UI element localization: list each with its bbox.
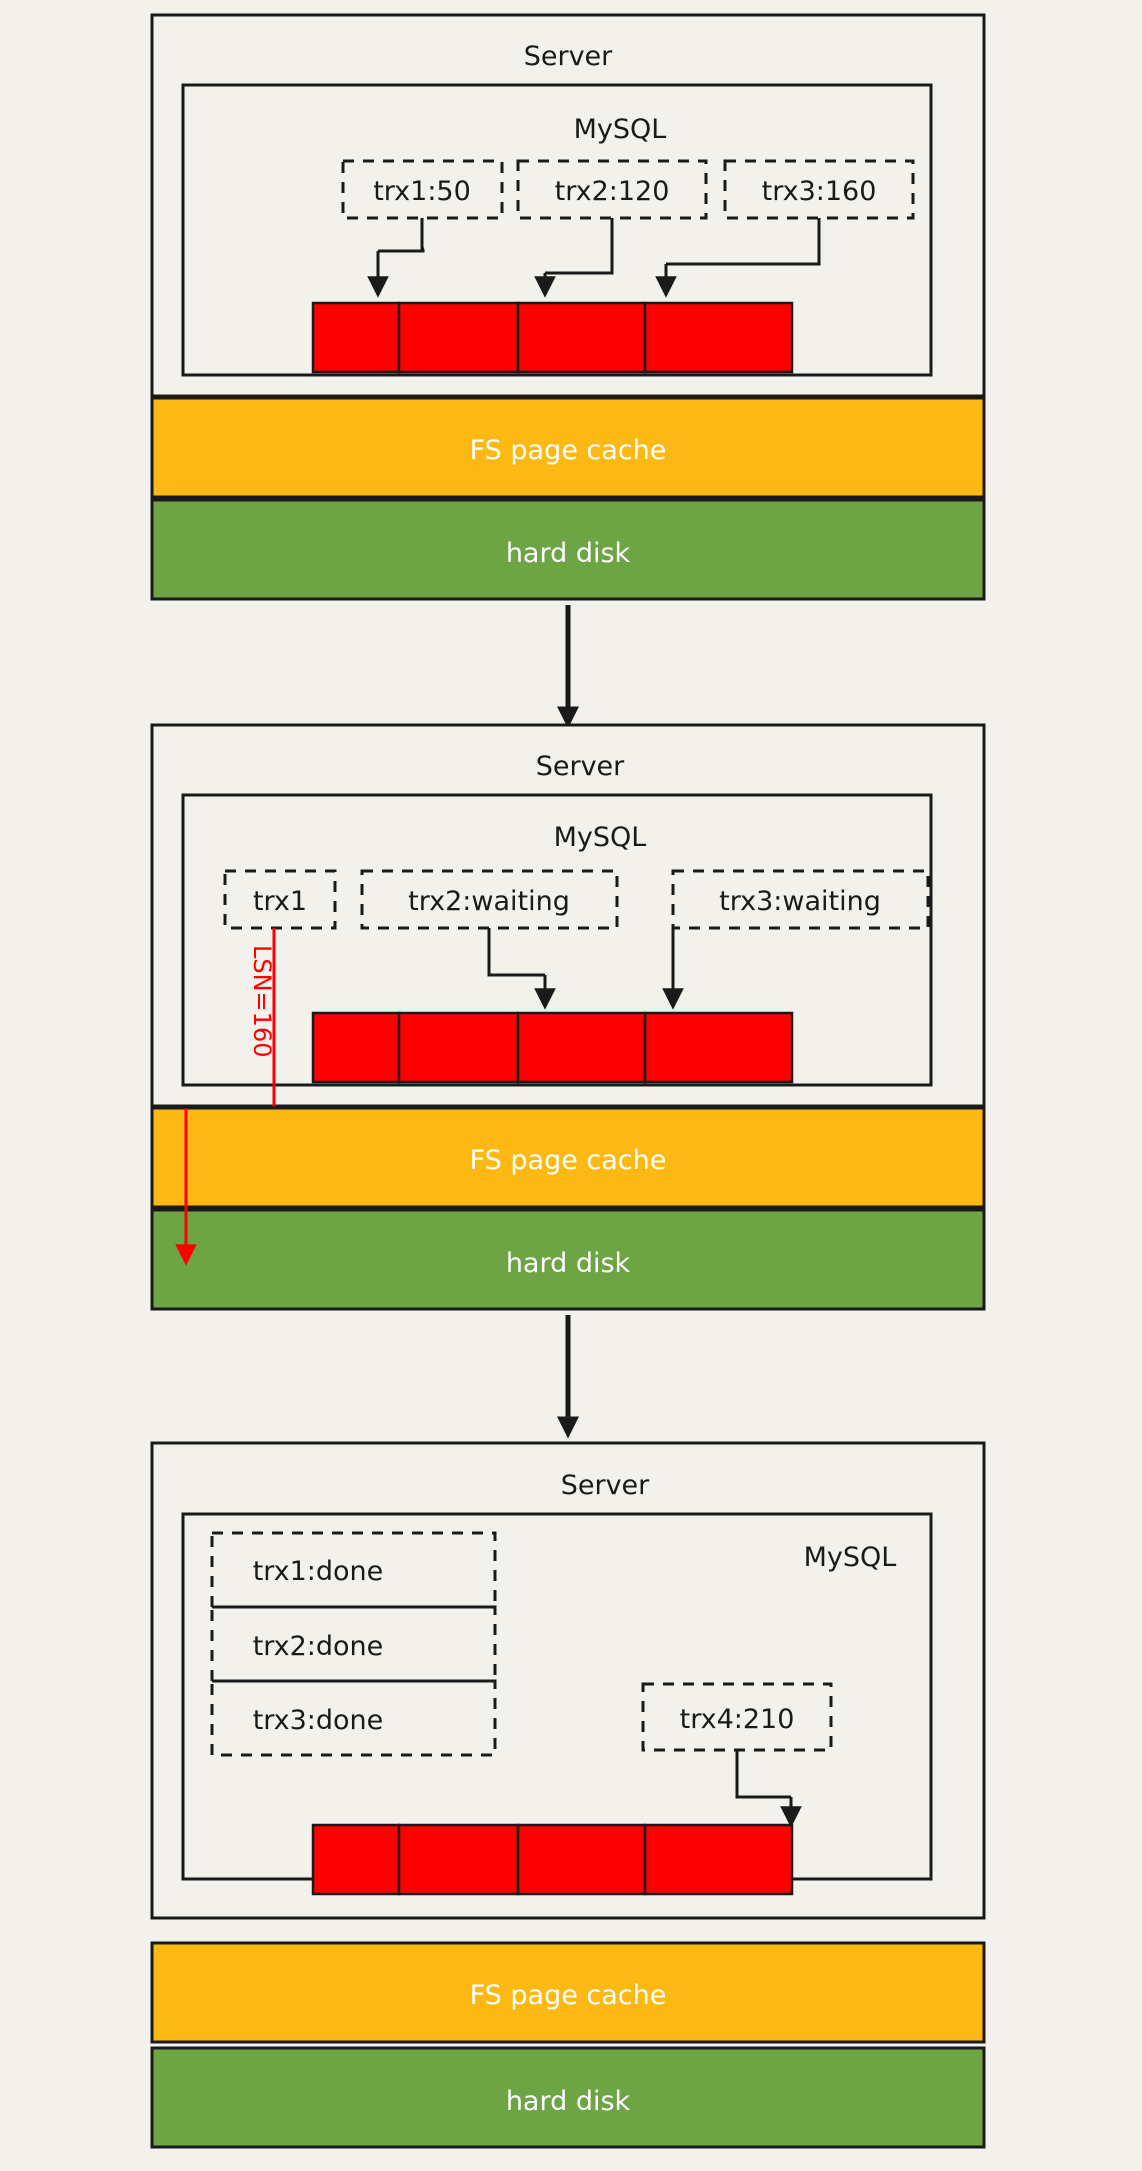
panel-2-redo-cell-4 bbox=[643, 1011, 794, 1084]
panel-2-redo-cell-1 bbox=[311, 1011, 401, 1084]
panel-2-trx-label-3: trx3:waiting bbox=[719, 886, 881, 917]
panel-2-lsn-marker-label: LSN=160 bbox=[248, 945, 276, 1057]
panel-3-done-box-1[interactable] bbox=[210, 1531, 497, 1609]
panel-1-connector-1-horizontal bbox=[378, 249, 425, 253]
panel-3-redo-cell-2 bbox=[397, 1823, 520, 1896]
panel-3-done-box-3[interactable] bbox=[210, 1679, 497, 1757]
panel-2-redo-cell-3 bbox=[516, 1011, 647, 1084]
panel-1-connector-3 bbox=[666, 218, 821, 266]
panel-2-server-label: Server bbox=[536, 751, 625, 782]
panel-2-trx-label-2: trx2:waiting bbox=[408, 886, 570, 917]
panel-2-fs-page-cache-label: FS page cache bbox=[470, 1145, 667, 1176]
panel-2-redo-log bbox=[311, 1011, 794, 1084]
panel-1-trx-label-1: trx1:50 bbox=[373, 176, 471, 207]
panel-2-mysql-label: MySQL bbox=[554, 822, 647, 853]
panel-3-redo-cell-1 bbox=[311, 1823, 401, 1896]
panel-2-trx-box-1[interactable] bbox=[223, 869, 337, 930]
panel-2-trx-box-3[interactable] bbox=[671, 869, 930, 930]
panel-1-server-label: Server bbox=[524, 41, 613, 72]
panel-2-fs-page-cache-bar bbox=[150, 1106, 986, 1209]
panel-1-redo-cell-3 bbox=[516, 301, 647, 374]
panel-1: Server MySQL trx1:50 trx2:120 trx3:160 bbox=[150, 13, 986, 601]
panel-3-fs-page-cache-label: FS page cache bbox=[470, 1980, 667, 2011]
panel-3-fs-page-cache-bar bbox=[150, 1941, 986, 2044]
panel-1-redo-cell-1 bbox=[311, 301, 401, 374]
panel-3: Server MySQL trx1:done trx2:done trx3:do… bbox=[150, 1441, 986, 2149]
panel-3-done-box-2[interactable] bbox=[210, 1605, 497, 1683]
panel-1-redo-log bbox=[311, 301, 794, 374]
panel-2: Server MySQL trx1 trx2:waiting trx3:wait… bbox=[150, 723, 986, 1311]
panel-2-hard-disk-bar bbox=[150, 1208, 986, 1311]
panel-2-redo-cell-2 bbox=[397, 1011, 520, 1084]
panel-3-mysql-label: MySQL bbox=[804, 1542, 897, 1573]
panel-1-hard-disk-bar bbox=[150, 498, 986, 601]
panel-1-trx-box-2[interactable] bbox=[516, 159, 708, 220]
panel-1-connector-2 bbox=[545, 218, 614, 275]
panel-1-trx-box-3[interactable] bbox=[723, 159, 915, 220]
panel-3-done-label-3: trx3:done bbox=[253, 1705, 384, 1736]
panel-3-trx-label-4: trx4:210 bbox=[680, 1704, 795, 1735]
panel-3-hard-disk-label: hard disk bbox=[506, 2086, 631, 2117]
panel-3-mysql-frame bbox=[181, 1512, 933, 1881]
panel-3-redo-log bbox=[311, 1823, 794, 1896]
panel-2-trx-box-2[interactable] bbox=[360, 869, 619, 930]
panel-2-connector-2 bbox=[487, 928, 545, 977]
panel-2-connector-3b bbox=[671, 928, 675, 976]
panel-1-redo-cell-4 bbox=[643, 301, 794, 374]
panel-3-hard-disk-bar bbox=[150, 2046, 986, 2149]
panel-1-mysql-label: MySQL bbox=[574, 114, 667, 145]
panel-3-server-label: Server bbox=[561, 1470, 650, 1501]
panel-3-done-label-1: trx1:done bbox=[253, 1556, 384, 1587]
panel-3-connector-4 bbox=[735, 1750, 791, 1799]
panel-3-redo-cell-3 bbox=[516, 1823, 647, 1896]
panel-1-fs-page-cache-label: FS page cache bbox=[470, 435, 667, 466]
panel-3-redo-cell-4 bbox=[643, 1823, 794, 1896]
panel-1-trx-label-2: trx2:120 bbox=[555, 176, 670, 207]
panel-3-done-label-2: trx2:done bbox=[253, 1631, 384, 1662]
panel-1-trx-box-1[interactable] bbox=[341, 159, 504, 220]
panel-2-hard-disk-label: hard disk bbox=[506, 1248, 631, 1279]
panel-1-hard-disk-label: hard disk bbox=[506, 538, 631, 569]
panel-1-fs-page-cache-bar bbox=[150, 396, 986, 499]
panel-1-redo-cell-2 bbox=[397, 301, 520, 374]
panel-2-trx-label-1: trx1 bbox=[253, 886, 307, 917]
panel-1-trx-label-3: trx3:160 bbox=[762, 176, 877, 207]
